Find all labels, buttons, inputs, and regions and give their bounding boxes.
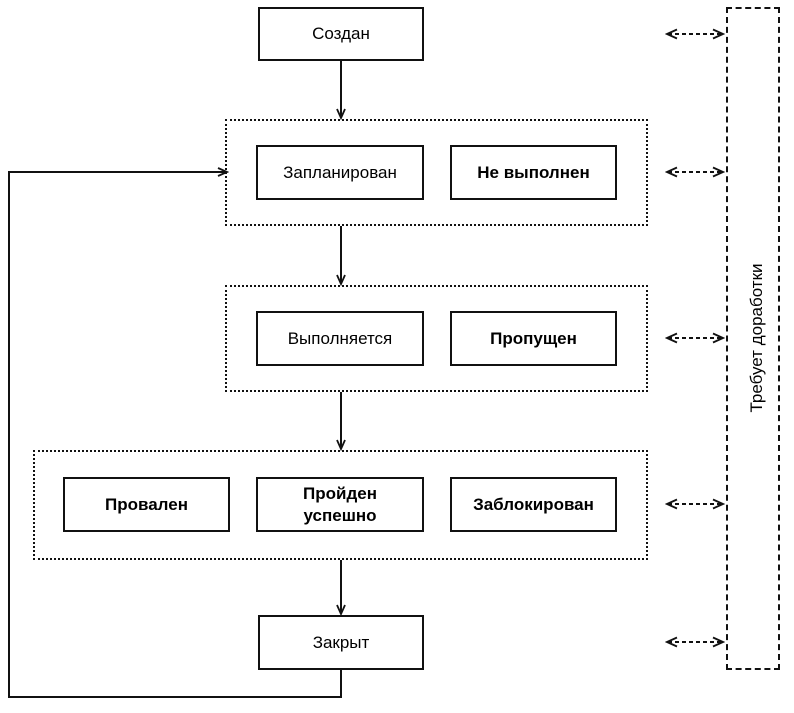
- group-result-container: [33, 450, 648, 560]
- group-progress-container: [225, 285, 648, 392]
- node-blocked-label: Заблокирован: [473, 494, 594, 514]
- node-passed-label: Пройден успешно: [303, 484, 377, 525]
- node-planned-label: Запланирован: [283, 162, 397, 182]
- node-blocked[interactable]: Заблокирован: [450, 477, 617, 532]
- node-planned[interactable]: Запланирован: [256, 145, 424, 200]
- node-created[interactable]: Создан: [258, 7, 424, 61]
- node-failed[interactable]: Провален: [63, 477, 230, 532]
- node-passed[interactable]: Пройден успешно: [256, 477, 424, 532]
- node-skipped[interactable]: Пропущен: [450, 311, 617, 366]
- node-skipped-label: Пропущен: [490, 328, 577, 348]
- node-created-label: Создан: [312, 24, 370, 44]
- node-closed-label: Закрыт: [312, 632, 370, 652]
- node-failed-label: Провален: [105, 494, 188, 514]
- node-in-progress-label: Выполняется: [287, 328, 393, 348]
- node-not-done[interactable]: Не выполнен: [450, 145, 617, 200]
- rework-container: [726, 7, 780, 670]
- edge-closed-to-planned-loop: [8, 172, 342, 698]
- node-in-progress[interactable]: Выполняется: [256, 311, 424, 366]
- node-not-done-label: Не выполнен: [477, 162, 590, 182]
- node-closed[interactable]: Закрыт: [258, 615, 424, 670]
